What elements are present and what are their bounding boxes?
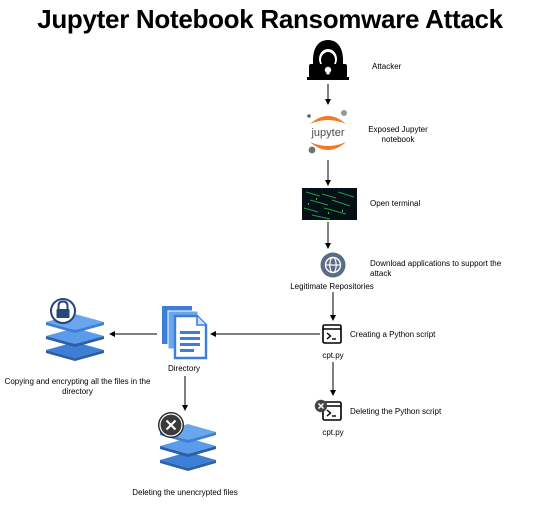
directory-label: Directory: [167, 364, 200, 373]
terminal-label: Open terminal: [370, 199, 421, 208]
create-script-filename: cpt.py: [322, 351, 344, 360]
attacker-label: Attacker: [372, 62, 402, 71]
page-title: Jupyter Notebook Ransomware Attack: [37, 4, 503, 34]
repos-node: [320, 252, 346, 278]
delete-files-node: [152, 410, 218, 472]
delete-script-filename: cpt.py: [322, 428, 344, 437]
create-script-label: Creating a Python script: [350, 330, 436, 339]
globe-icon: [320, 252, 346, 278]
repos-description: Download applications to support the att…: [370, 259, 502, 278]
attacker-node: [305, 38, 351, 82]
jupyter-logo-text: jupyter: [310, 127, 344, 139]
encrypt-node: [42, 298, 108, 362]
directory-node: [160, 304, 210, 360]
jupyter-label: Exposed Jupyter notebook: [368, 125, 428, 144]
hooded-hacker-icon: [307, 40, 349, 80]
locked-layers-icon: [46, 298, 104, 361]
terminal-screen-icon: [302, 188, 357, 220]
delete-script-node: [314, 399, 342, 421]
jupyter-logo: jupyter: [307, 110, 347, 154]
terminal-window-delete-icon: [314, 399, 342, 421]
documents-icon: [162, 306, 208, 360]
terminal-window-icon: [322, 324, 342, 344]
repos-label: Legitimate Repositories: [290, 282, 374, 291]
encrypt-label: Copying and encrypting all the files in …: [4, 377, 151, 396]
deleted-layers-icon: [158, 412, 216, 471]
delete-script-label: Deleting the Python script: [350, 407, 442, 416]
delete-files-label: Deleting the unencrypted files: [132, 488, 238, 497]
create-script-node: [322, 324, 342, 344]
jupyter-node: jupyter: [300, 106, 356, 160]
terminal-node: [302, 188, 357, 220]
